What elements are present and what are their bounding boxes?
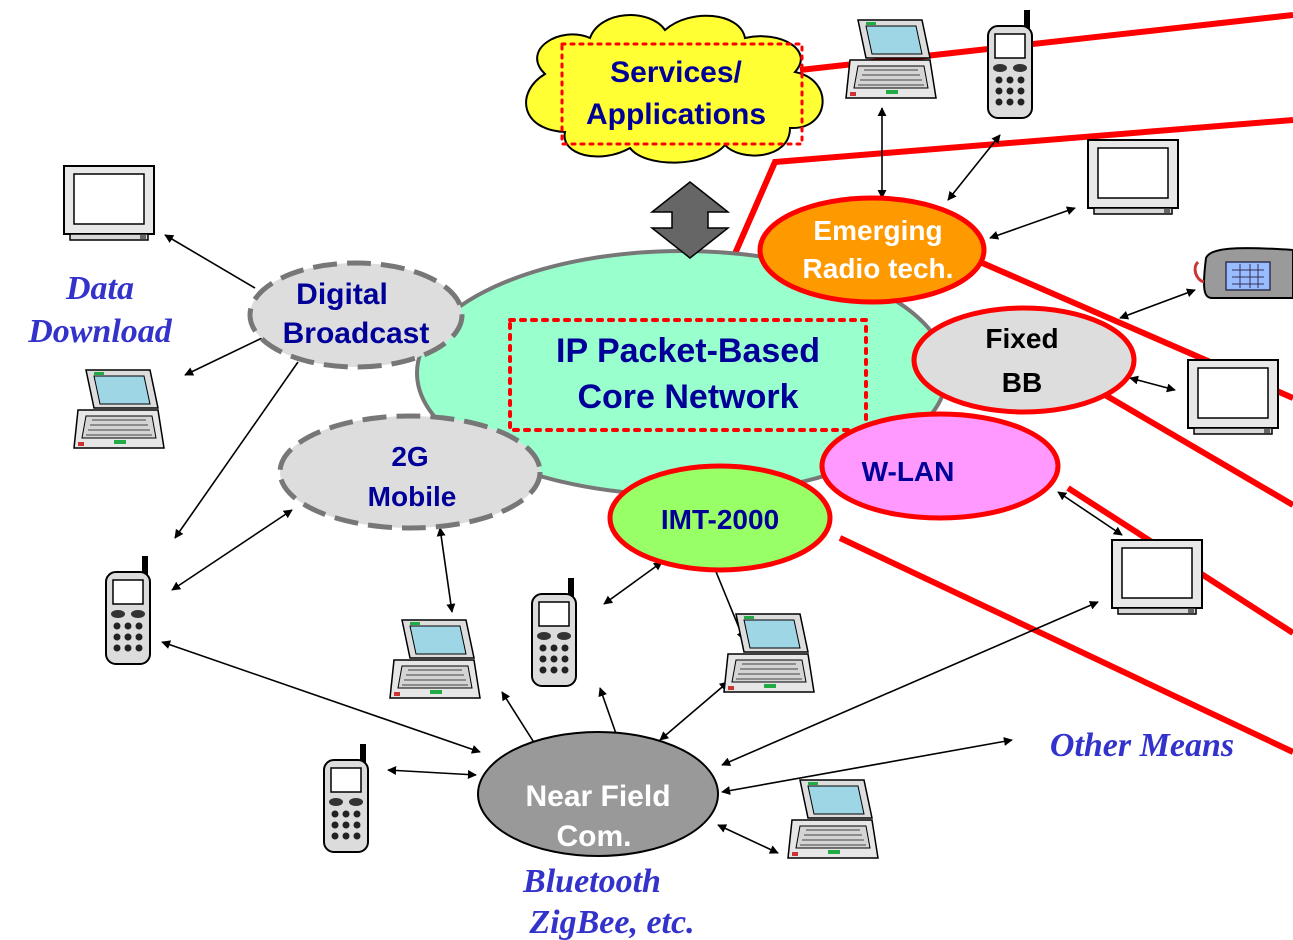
emerging-radio-ellipse bbox=[757, 195, 987, 305]
imt2000-ellipse bbox=[607, 463, 833, 573]
fixed-label-line2: BB bbox=[1002, 367, 1042, 398]
broadcast-label-line2: Broadcast bbox=[283, 317, 430, 350]
laptop-icon bbox=[73, 369, 165, 449]
wlan-label: W-LAN bbox=[862, 456, 955, 487]
imt2000-label: IMT-2000 bbox=[661, 504, 779, 535]
core-network-label-line2: Core Network bbox=[577, 378, 798, 416]
core-network-label-line1: IP Packet-Based bbox=[556, 332, 820, 370]
near-field-label-line2: Com. bbox=[557, 820, 632, 853]
monitor-icon bbox=[1187, 359, 1279, 435]
cell-phone-icon bbox=[987, 9, 1033, 119]
data-download-caption-line2: Download bbox=[27, 313, 173, 350]
fixed-label-line1: Fixed bbox=[985, 323, 1058, 354]
mobile2g-label-line1: 2G bbox=[391, 441, 428, 472]
monitor-icon bbox=[63, 165, 155, 241]
cell-phone-icon bbox=[105, 555, 151, 665]
mobile2g-label-line2: Mobile bbox=[368, 481, 457, 512]
bluetooth-caption-line1: Bluetooth bbox=[522, 863, 661, 900]
data-download-caption-line1: Data bbox=[65, 270, 134, 307]
monitor-icon bbox=[1087, 139, 1179, 215]
cell-phone-icon bbox=[531, 577, 577, 687]
desk-phone-icon bbox=[1193, 247, 1293, 299]
other-means-caption: Other Means bbox=[1050, 727, 1234, 764]
cloud-icon bbox=[525, 14, 824, 164]
services-dotted-box bbox=[560, 42, 804, 146]
services-label-line2: Applications bbox=[586, 98, 766, 131]
core-network-dotted-box bbox=[508, 318, 868, 432]
laptop-icon bbox=[389, 619, 481, 699]
connector-arrows bbox=[161, 107, 1196, 854]
fixed-bb-ellipse bbox=[911, 305, 1137, 415]
double-arrow-icon bbox=[649, 181, 731, 259]
broadcast-label-line1: Digital bbox=[296, 278, 388, 311]
near-field-ellipse bbox=[477, 731, 719, 857]
services-label-line1: Services/ bbox=[610, 56, 742, 89]
emerging-label-line1: Emerging bbox=[813, 215, 942, 246]
near-field-label-line1: Near Field bbox=[525, 780, 670, 813]
laptop-icon bbox=[787, 779, 879, 859]
digital-broadcast-ellipse bbox=[247, 260, 465, 370]
cell-phone-icon bbox=[323, 743, 369, 853]
emerging-label-line2: Radio tech. bbox=[803, 253, 954, 284]
monitor-icon bbox=[1111, 539, 1203, 615]
wlan-ellipse bbox=[819, 411, 1061, 521]
mobile-2g-ellipse bbox=[277, 413, 543, 531]
bluetooth-caption-line2: ZigBee, etc. bbox=[528, 904, 694, 940]
